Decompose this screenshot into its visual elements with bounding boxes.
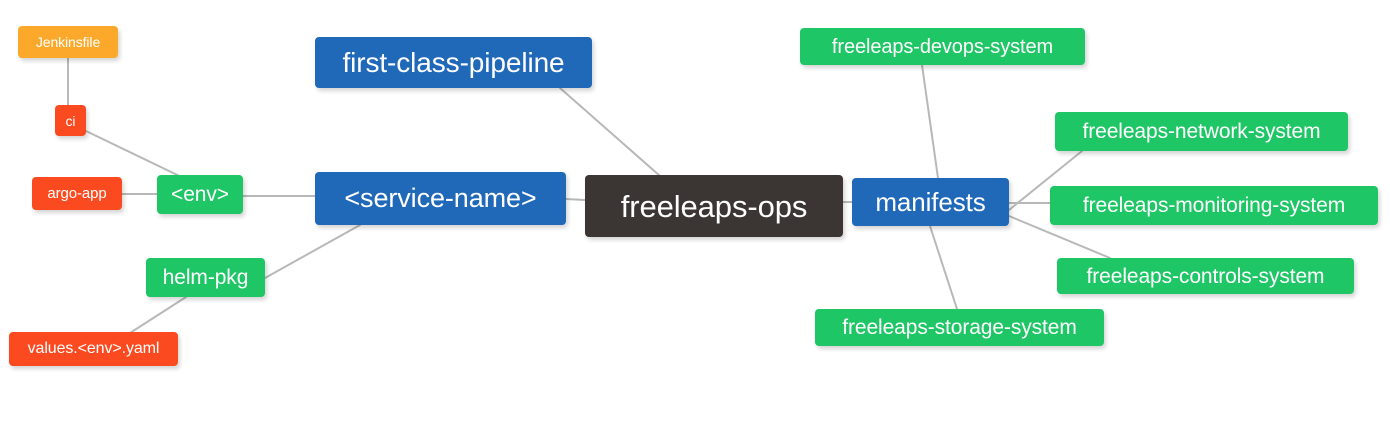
edge-helm-pkg-to-values-env-yaml [129,296,187,334]
node-freeleaps-monitoring-system[interactable]: freeleaps-monitoring-system [1050,186,1378,225]
node-label-env: <env> [171,183,229,206]
node-values-env-yaml[interactable]: values.<env>.yaml [9,332,178,366]
node-label-argo-app: argo-app [47,185,107,202]
node-freeleaps-devops-system[interactable]: freeleaps-devops-system [800,28,1085,65]
node-label-freeleaps-devops-system: freeleaps-devops-system [831,35,1054,58]
node-first-class-pipeline[interactable]: first-class-pipeline [315,37,592,88]
node-label-service-name: <service-name> [344,183,537,213]
edge-service-name-to-freeleaps-ops [565,198,586,201]
edge-manifests-to-freeleaps-devops-system [921,64,939,179]
node-label-freeleaps-controls-system: freeleaps-controls-system [1086,264,1325,288]
node-service-name[interactable]: <service-name> [315,172,566,225]
node-label-freeleaps-monitoring-system: freeleaps-monitoring-system [1082,194,1346,217]
node-manifests[interactable]: manifests [852,178,1009,226]
node-ci[interactable]: ci [55,105,86,136]
node-label-helm-pkg: helm-pkg [162,266,249,289]
node-label-ci: ci [65,112,76,129]
node-helm-pkg[interactable]: helm-pkg [146,258,265,297]
node-freeleaps-ops[interactable]: freeleaps-ops [585,175,843,237]
node-jenkinsfile[interactable]: Jenkinsfile [18,26,118,58]
node-freeleaps-controls-system[interactable]: freeleaps-controls-system [1057,258,1354,294]
node-label-values-env-yaml: values.<env>.yaml [27,340,160,357]
node-label-freeleaps-network-system: freeleaps-network-system [1082,120,1321,143]
node-label-freeleaps-ops: freeleaps-ops [620,188,808,224]
node-label-first-class-pipeline: first-class-pipeline [342,46,565,78]
node-env[interactable]: <env> [157,175,243,214]
node-argo-app[interactable]: argo-app [32,177,122,210]
edge-manifests-to-freeleaps-storage-system [929,225,958,310]
node-freeleaps-storage-system[interactable]: freeleaps-storage-system [815,309,1104,346]
node-label-freeleaps-storage-system: freeleaps-storage-system [842,316,1077,339]
node-freeleaps-network-system[interactable]: freeleaps-network-system [1055,112,1348,151]
node-label-jenkinsfile: Jenkinsfile [35,34,101,50]
edge-first-class-pipeline-to-freeleaps-ops [559,87,661,177]
node-label-manifests: manifests [875,187,986,217]
edge-service-name-to-helm-pkg [264,224,361,279]
